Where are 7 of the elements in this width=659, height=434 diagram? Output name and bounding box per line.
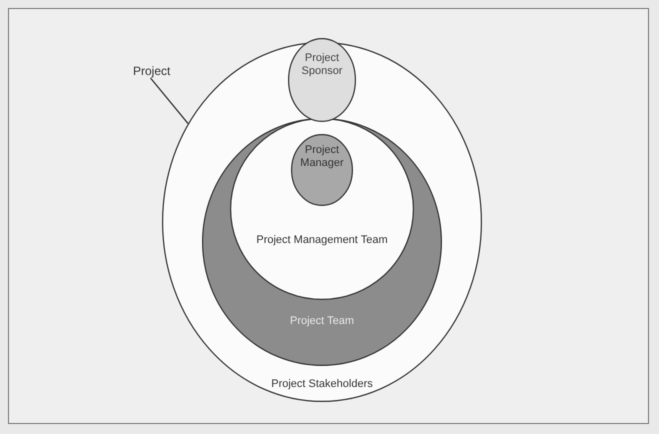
region-label: Project Team bbox=[289, 315, 355, 328]
region-label: Project Stakeholders bbox=[270, 378, 374, 391]
leader-line bbox=[150, 78, 189, 124]
region-label: Project Management Team bbox=[255, 234, 389, 247]
region-label: Project Manager bbox=[299, 144, 345, 170]
label-text: Project bbox=[133, 64, 170, 78]
region-label: Project Sponsor bbox=[300, 52, 344, 78]
